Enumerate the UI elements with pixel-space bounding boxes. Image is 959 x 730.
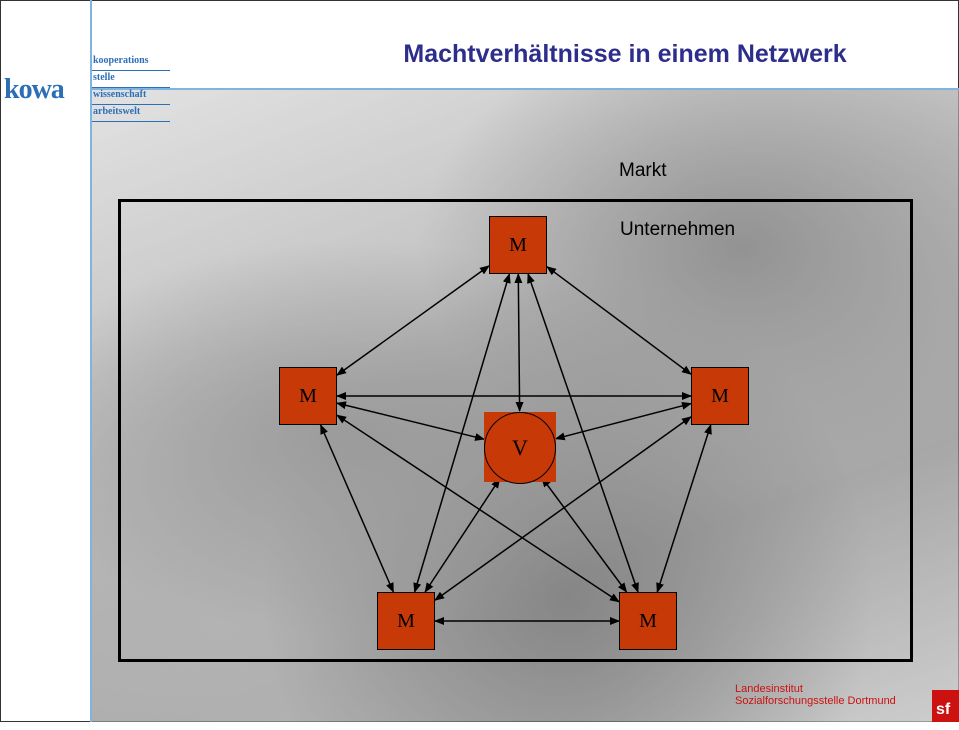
company-box: [118, 199, 913, 662]
arrow-left-bottom_left: [319, 424, 395, 593]
company-label: Unternehmen: [620, 219, 736, 240]
footer-line1: Landesinstitut: [735, 683, 803, 695]
node-center-v: V: [484, 412, 556, 484]
market-label: Markt: [619, 160, 667, 181]
arrow-top-left: [336, 265, 490, 376]
logo-word: kowa: [4, 74, 65, 105]
arrow-right-bottom_right: [656, 424, 712, 593]
arrow-top-right: [546, 266, 692, 375]
logo-line: wissenschaft: [92, 88, 170, 105]
node-top-m: M: [489, 216, 547, 274]
logo-line: kooperations: [92, 54, 170, 71]
arrow-left-bottom_right: [336, 414, 620, 603]
logo-line: arbeitswelt: [92, 105, 170, 122]
arrow-right-bottom_left: [434, 416, 692, 601]
slide-title: Machtverhältnisse in einem Netzwerk: [403, 40, 847, 68]
node-bottom-left-m: M: [377, 592, 435, 650]
node-right-m: M: [691, 367, 749, 425]
top-rule: [90, 88, 959, 90]
arrow-left-center: [336, 401, 486, 441]
arrow-right-center: [554, 401, 692, 441]
logo-stack: kooperations stelle wissenschaft arbeits…: [92, 54, 170, 122]
sf-logo-badge: sf: [932, 690, 959, 722]
left-rule: [90, 0, 92, 722]
node-left-m: M: [279, 367, 337, 425]
arrow-bottom_right-center: [541, 476, 628, 593]
logo-line: stelle: [92, 71, 170, 88]
arrow-bottom_left-center: [424, 478, 501, 593]
footer-line2: Sozialforschungsstelle Dortmund: [735, 695, 896, 707]
footer-institute: Landesinstitut Sozialforschungsstelle Do…: [735, 683, 896, 707]
node-bottom-right-m: M: [619, 592, 677, 650]
background-photo: [90, 90, 959, 722]
arrow-top-center: [514, 273, 524, 413]
